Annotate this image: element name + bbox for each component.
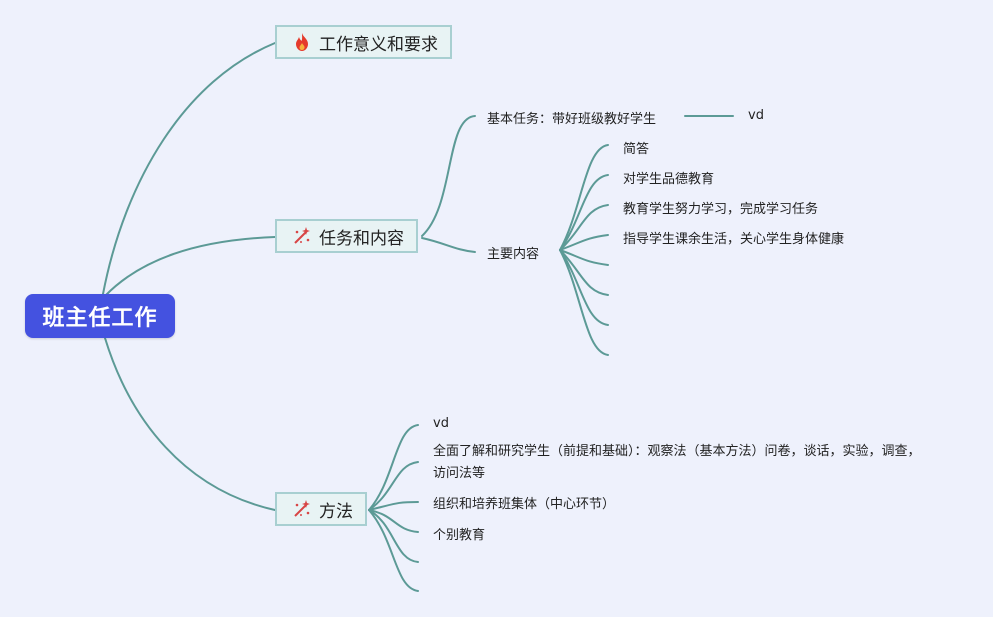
method-item[interactable]: 组织和培养班集体（中心环节） <box>433 497 616 512</box>
main-content-item[interactable]: 指导学生课余生活，关心学生身体健康 <box>623 232 845 247</box>
topic-methods[interactable]: 方法 <box>275 492 367 526</box>
main-content-node[interactable]: 主要内容 <box>487 247 540 262</box>
topic-label: 任务和内容 <box>319 228 404 249</box>
sparkle-icon <box>291 498 313 520</box>
basic-task-node[interactable]: 基本任务：带好班级教好学生 <box>487 112 657 127</box>
method-item[interactable]: vd <box>433 416 449 431</box>
topic-work-meaning[interactable]: 工作意义和要求 <box>275 25 452 59</box>
link-t2-main <box>421 237 476 253</box>
link-main-1 <box>559 144 609 251</box>
link-m-3 <box>368 501 419 511</box>
link-m-1 <box>368 424 419 511</box>
link-m-4 <box>368 509 419 533</box>
link-main-3 <box>559 204 609 251</box>
link-m-5 <box>368 509 419 563</box>
link-main-2 <box>559 174 609 251</box>
sparkle-icon <box>291 225 313 247</box>
link-main-6 <box>559 249 609 296</box>
link-root-t3 <box>104 337 276 511</box>
link-m-6 <box>368 509 419 592</box>
basic-task-note[interactable]: vd <box>748 108 764 123</box>
method-item[interactable]: 全面了解和研究学生（前提和基础）：观察法（基本方法）问卷，谈话，实验，调查，访问… <box>433 444 921 481</box>
link-root-t1 <box>102 42 276 295</box>
main-content-item[interactable]: 简答 <box>623 142 650 157</box>
topic-tasks-content[interactable]: 任务和内容 <box>275 219 418 253</box>
topic-label: 方法 <box>319 501 353 522</box>
link-m-2 <box>368 461 419 511</box>
link-main-8 <box>559 249 609 356</box>
link-main-4 <box>559 234 609 251</box>
fire-icon <box>291 31 313 53</box>
method-item[interactable]: 个别教育 <box>433 528 486 543</box>
main-content-item[interactable]: 对学生品德教育 <box>623 172 715 187</box>
link-t2-basic <box>421 115 476 237</box>
link-main-5 <box>559 249 609 266</box>
link-root-t2 <box>104 236 276 297</box>
topic-label: 工作意义和要求 <box>319 34 438 55</box>
main-content-item[interactable]: 教育学生努力学习，完成学习任务 <box>623 202 819 217</box>
root-node[interactable]: 班主任工作 <box>25 294 175 338</box>
link-main-7 <box>559 249 609 326</box>
